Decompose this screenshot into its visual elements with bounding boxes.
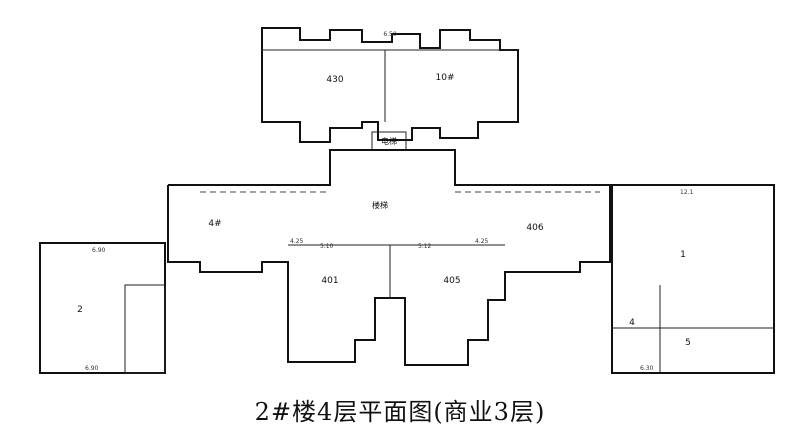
- room-left-building-label: 2: [77, 305, 83, 315]
- room-right-building-label: 1: [680, 250, 686, 260]
- left-building-subroom: [124, 284, 166, 374]
- left-building: 2 6.90 6.90: [39, 242, 166, 374]
- dim-top: 6.50: [383, 31, 397, 38]
- stair-label: 楼梯: [372, 200, 388, 210]
- dim-left-top: 6.90: [92, 247, 106, 254]
- room-406-label: 406: [526, 223, 543, 233]
- room-401-label: 401: [321, 276, 338, 286]
- left-building-outline: [39, 242, 166, 374]
- room-430-label: 430: [326, 75, 343, 85]
- dim-right-bottom: 6.30: [640, 365, 654, 372]
- dim-mid-left: 4.25: [290, 238, 304, 245]
- room-top-right-label: 10#: [436, 73, 455, 83]
- room-405-label: 405: [443, 276, 460, 286]
- room-right-sub-a-label: 4: [629, 318, 635, 328]
- dim-center-b: 5.12: [418, 243, 432, 250]
- right-building: 1 4 5 6.30 12.1: [611, 184, 775, 374]
- room-mid-left-label: 4#: [208, 219, 221, 229]
- dim-left-bottom: 6.90: [85, 365, 99, 372]
- dim-center-a: 5.10: [320, 243, 334, 250]
- dim-right-top: 12.1: [680, 189, 694, 196]
- middle-block: 楼梯 4# 406 401 405 5.10 5.12 4.25 4.25: [167, 149, 611, 366]
- drawing-caption: 2#楼4层平面图(商业3层): [254, 398, 546, 426]
- elevator-label: 电梯: [381, 136, 397, 146]
- right-building-outline: [611, 184, 775, 374]
- dim-mid-right: 4.25: [475, 238, 489, 245]
- room-right-sub-b-label: 5: [685, 338, 691, 348]
- top-block: 电梯 430 10#: [261, 27, 519, 151]
